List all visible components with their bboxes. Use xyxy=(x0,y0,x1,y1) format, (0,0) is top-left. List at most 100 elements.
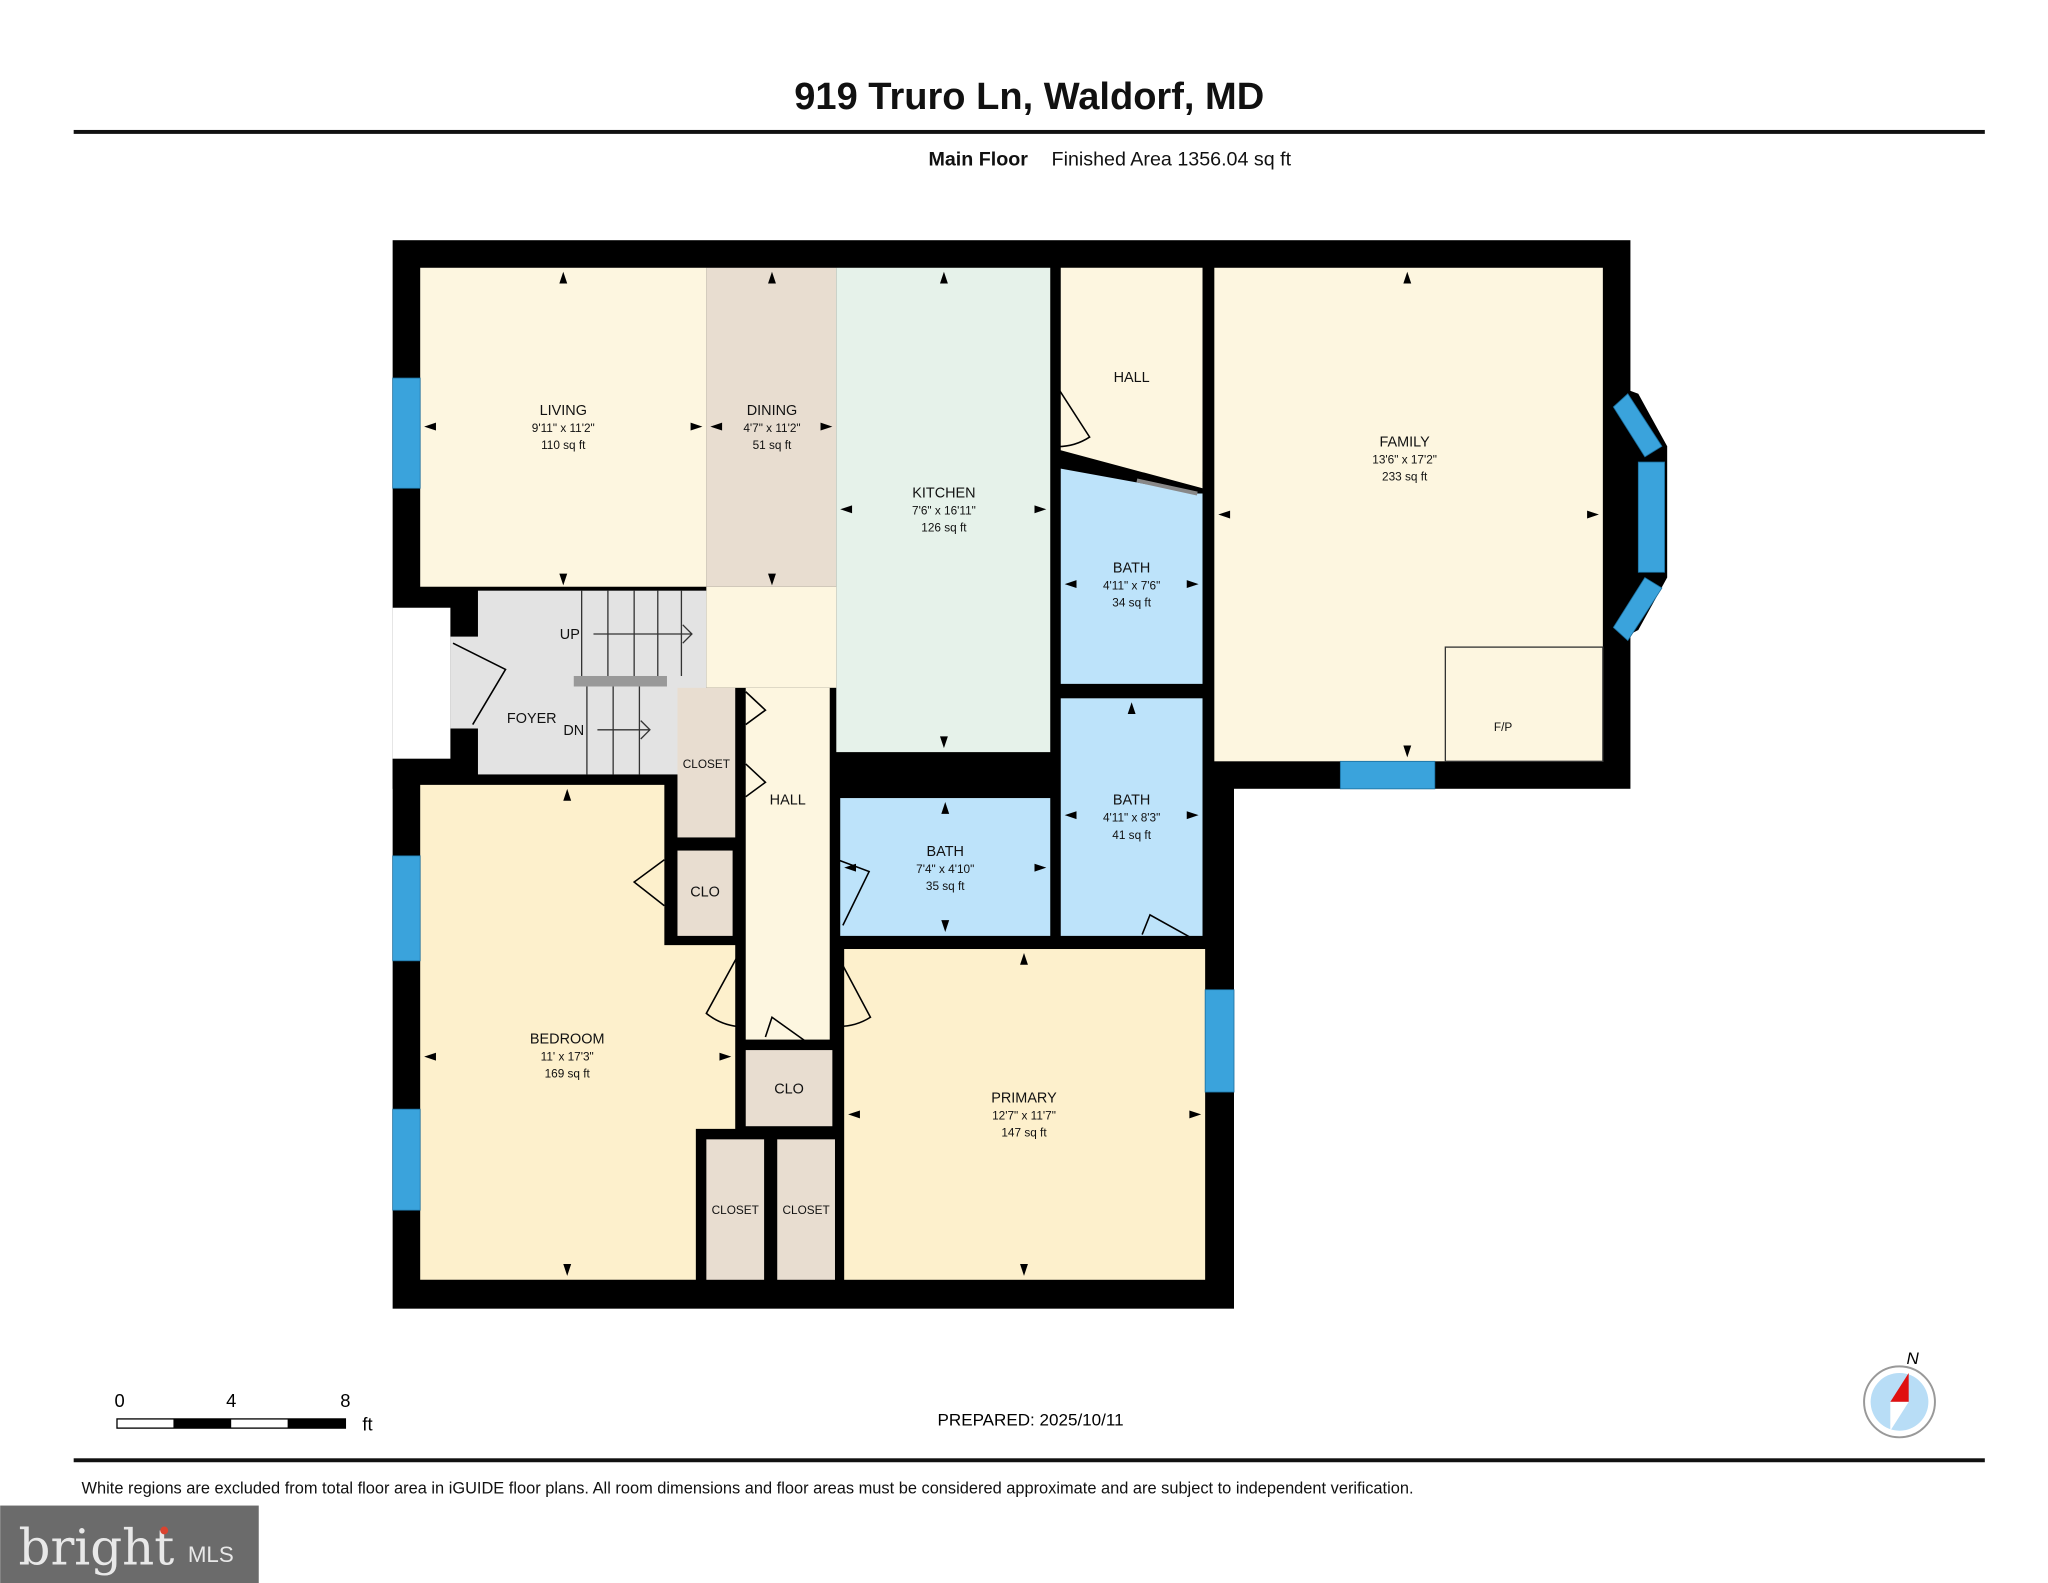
hall-upper xyxy=(1060,267,1203,489)
dimension-arrow xyxy=(1020,952,1028,965)
room-area: 233 sq ft xyxy=(1382,469,1428,483)
room-dims: 12'7" x 11'7" xyxy=(992,1109,1056,1123)
dimension-arrow xyxy=(1189,1110,1202,1119)
dimension-arrow xyxy=(1403,745,1412,758)
room-area: 126 sq ft xyxy=(921,521,967,535)
dimension-arrow xyxy=(1403,271,1412,284)
room-name: FAMILY xyxy=(1380,434,1431,450)
room-name: CLOSET xyxy=(783,1203,830,1217)
foyer-notch-white xyxy=(392,607,451,759)
dimension-arrow xyxy=(424,1052,436,1061)
dimension-arrow xyxy=(820,422,833,431)
room-name: CLOSET xyxy=(712,1203,759,1217)
bedroom xyxy=(420,784,736,1280)
room-dims: 4'11" x 8'3" xyxy=(1103,811,1160,825)
room-name: CLO xyxy=(690,885,720,901)
window-bedroom-2 xyxy=(392,1108,421,1211)
dimension-arrow xyxy=(1218,510,1231,519)
dimension-arrow xyxy=(1064,811,1077,820)
footer-rule xyxy=(73,1458,1985,1463)
room-area: 110 sq ft xyxy=(541,438,586,452)
dimension-arrows xyxy=(424,271,1599,1276)
compass-icon: N xyxy=(1863,1349,1936,1439)
dimension-arrow xyxy=(710,422,723,431)
fireplace xyxy=(1444,646,1604,762)
dimension-arrow xyxy=(1064,580,1077,589)
window-bay-1 xyxy=(1612,393,1663,458)
dimension-arrow xyxy=(1020,1264,1028,1276)
stairs-down-label: DN xyxy=(563,723,584,739)
svg-text:N: N xyxy=(1906,1349,1919,1368)
room-area: 169 sq ft xyxy=(545,1067,591,1081)
svg-text:MLS: MLS xyxy=(188,1542,234,1567)
room-area: 41 sq ft xyxy=(1112,828,1151,842)
clo-bedroom xyxy=(677,850,733,936)
clo-hall xyxy=(745,1050,833,1127)
room-area: 51 sq ft xyxy=(753,438,792,452)
dimension-arrow xyxy=(1186,580,1199,589)
room-dims: 9'11" x 11'2" xyxy=(532,421,595,435)
dimension-arrow xyxy=(559,271,568,284)
hall-center xyxy=(745,687,830,1040)
room-name: BATH xyxy=(1113,560,1150,576)
scale-bar: 0 4 8 ft xyxy=(115,1390,373,1435)
svg-text:8: 8 xyxy=(340,1390,350,1411)
svg-text:4: 4 xyxy=(226,1390,236,1411)
room-dims: 7'4" x 4'10" xyxy=(916,862,974,876)
room-area: 34 sq ft xyxy=(1112,595,1151,609)
window-living xyxy=(392,377,421,489)
room-name: BATH xyxy=(1113,793,1150,809)
doors xyxy=(452,377,1198,1045)
dimension-arrow xyxy=(563,788,572,801)
dimension-arrow xyxy=(844,863,856,872)
floor-name: Main Floor xyxy=(928,148,1028,170)
dimension-arrow xyxy=(941,920,950,932)
window-primary xyxy=(1204,989,1235,1093)
window-family xyxy=(1339,760,1436,790)
window-bedroom-1 xyxy=(392,855,421,962)
closet-left xyxy=(706,1139,765,1280)
dimension-arrow xyxy=(1587,510,1599,519)
room-labels: LIVING 9'11" x 11'2" 110 sq ft DINING 4'… xyxy=(507,370,1512,1217)
dimension-arrow xyxy=(424,422,436,431)
foyer-entry xyxy=(450,636,480,729)
room-name: CLO xyxy=(774,1081,804,1097)
dimension-arrow xyxy=(559,573,568,586)
window-bay-3 xyxy=(1612,577,1663,642)
room-dims: 13'6" x 17'2" xyxy=(1372,452,1437,466)
room-dims: 4'7" x 11'2" xyxy=(743,421,800,435)
white-exterior-right xyxy=(1234,788,1655,1314)
room-dims: 4'11" x 7'6" xyxy=(1103,578,1160,592)
room-name: HALL xyxy=(770,793,806,809)
closet-hall xyxy=(677,687,736,838)
living-room xyxy=(420,267,707,587)
page-title: 919 Truro Ln, Waldorf, MD xyxy=(794,76,1264,118)
bath-right xyxy=(1060,698,1203,936)
dimension-arrow xyxy=(848,1110,860,1119)
bright-mls-logo: bright MLS xyxy=(0,1505,259,1583)
disclaimer: White regions are excluded from total fl… xyxy=(82,1480,1414,1498)
dimension-arrow xyxy=(1034,863,1047,872)
svg-text:ft: ft xyxy=(362,1414,372,1435)
room-name: BEDROOM xyxy=(530,1032,605,1048)
kitchen xyxy=(836,267,1051,753)
room-name: KITCHEN xyxy=(912,485,975,501)
room-dims: 11' x 17'3" xyxy=(541,1050,594,1064)
bath-hall xyxy=(840,798,1051,936)
svg-text:bright: bright xyxy=(19,1519,175,1577)
primary-bedroom xyxy=(844,949,1206,1280)
room-name: HALL xyxy=(1114,370,1150,386)
closet-right xyxy=(777,1139,835,1280)
stairs-up-label: UP xyxy=(560,627,580,643)
windows xyxy=(392,377,1665,1211)
stairs xyxy=(573,590,693,775)
room-name: F/P xyxy=(1494,720,1512,734)
dimension-arrow xyxy=(1034,505,1047,514)
room-area: 35 sq ft xyxy=(926,879,965,893)
dimension-arrow xyxy=(768,573,776,586)
room-name: DINING xyxy=(747,403,797,419)
dimension-arrow xyxy=(690,422,703,431)
room-name: LIVING xyxy=(540,403,587,419)
room-name: FOYER xyxy=(507,711,557,727)
